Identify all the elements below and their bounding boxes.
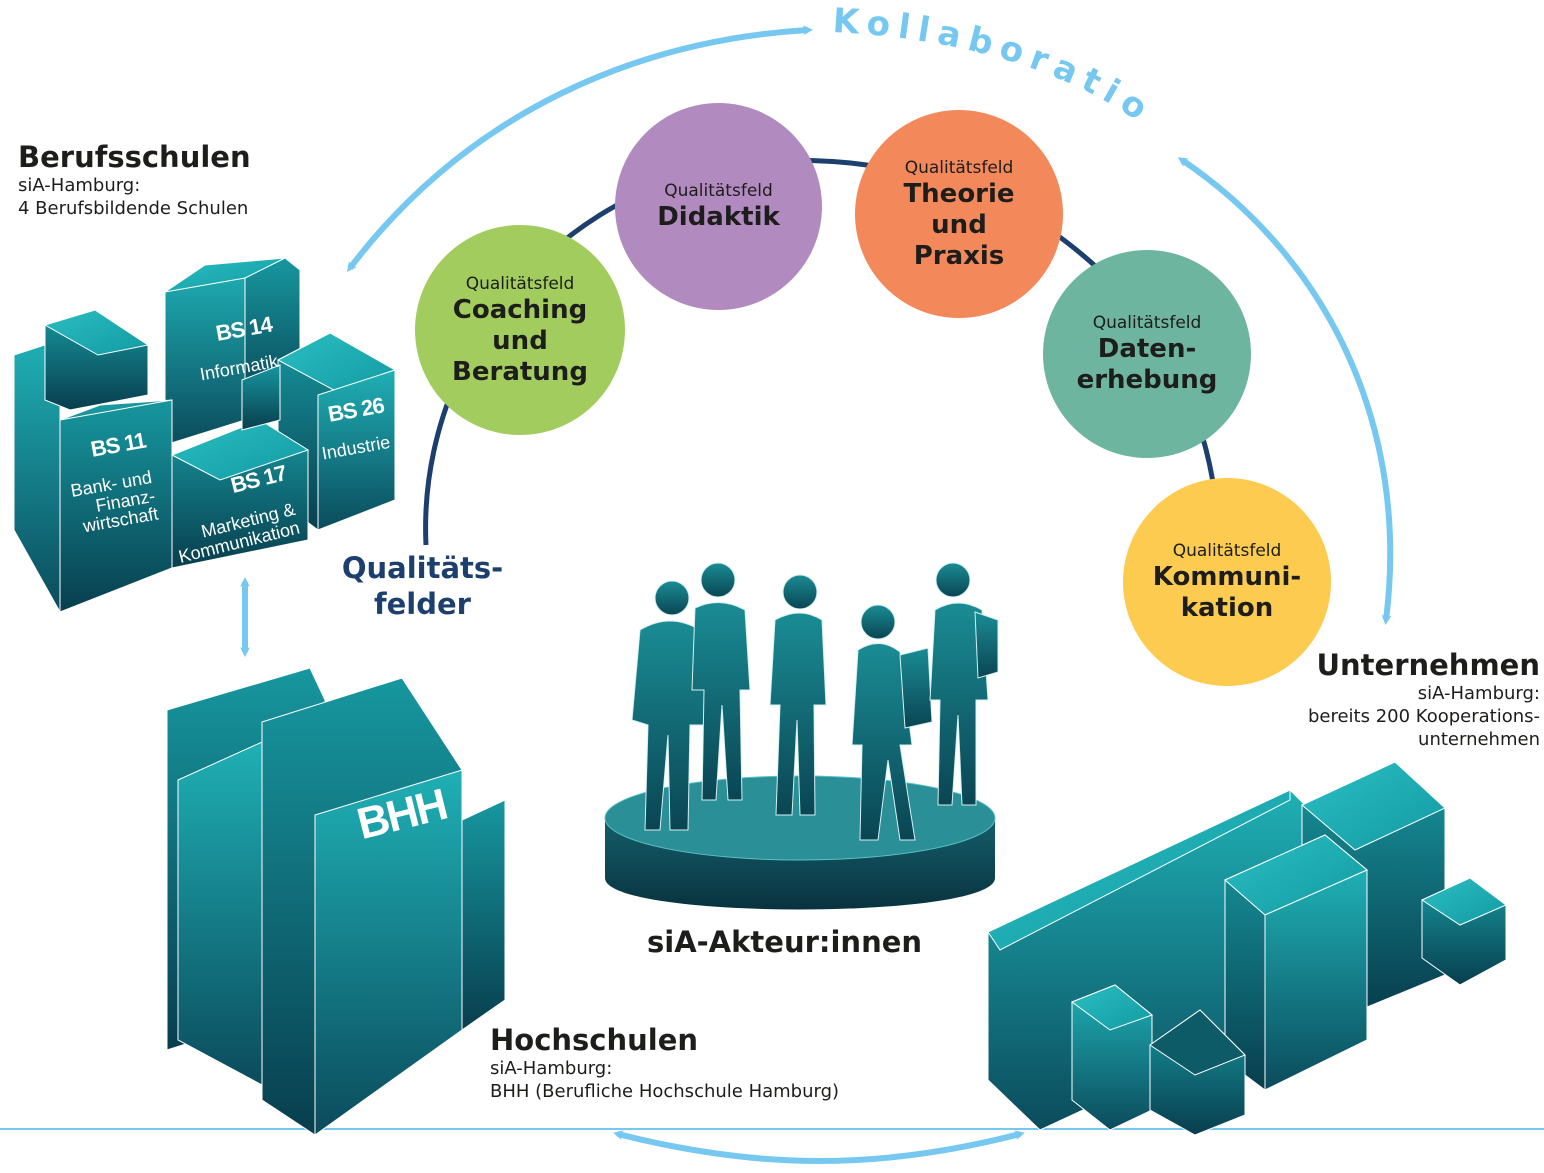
berufsschulen-line2: 4 Berufsbildende Schulen [18, 198, 249, 219]
field-theorie-praxis: Qualitätsfeld Theorie und Praxis [855, 110, 1063, 318]
building-name: Informatik [198, 350, 280, 385]
bhh-buildings [166, 667, 506, 1136]
field-label: Qualitätsfeld [664, 181, 773, 201]
field-name: Coaching und Beratung [452, 294, 588, 387]
hochschulen-title: Hochschulen [490, 1023, 699, 1057]
building-name: Industrie [320, 431, 392, 464]
unternehmen-buildings [987, 761, 1507, 1136]
field-name: Daten- erhebung [1076, 334, 1218, 395]
collab-arrow-bottom [613, 1130, 1025, 1164]
berufsschulen-line1: siA-Hamburg: [18, 175, 141, 196]
building-code: BS 14 [213, 311, 274, 346]
unternehmen-line2: bereits 200 Kooperations- [1307, 706, 1540, 727]
hochschulen-line1: siA-Hamburg: [490, 1058, 613, 1079]
field-name: Didaktik [657, 202, 780, 232]
unternehmen-line3: unternehmen [1418, 729, 1540, 750]
unternehmen-title: Unternehmen [1316, 648, 1540, 682]
berufsschulen-block: Berufsschulen siA-Hamburg: 4 Berufsbilde… [18, 140, 251, 220]
person-2 [691, 562, 751, 801]
person-5 [929, 562, 999, 806]
building-name: Marketing & Kommunikation [176, 498, 302, 567]
field-name: Kommuni- kation [1152, 562, 1302, 623]
field-kommunikation: Qualitätsfeld Kommuni- kation [1123, 478, 1331, 686]
field-label: Qualitätsfeld [465, 273, 575, 294]
actors-title: siA-Akteur:innen [647, 925, 923, 959]
person-3 [769, 574, 827, 816]
field-name: Theorie und Praxis [903, 178, 1015, 271]
unternehmen-line1: siA-Hamburg: [1417, 683, 1540, 704]
person-4 [851, 604, 933, 841]
actors-people [631, 562, 999, 841]
unternehmen-block: Unternehmen siA-Hamburg: bereits 200 Koo… [1308, 648, 1540, 751]
field-coaching: Qualitätsfeld Coaching und Beratung [415, 225, 625, 435]
hochschulen-block: Hochschulen siA-Hamburg: BHH (Berufliche… [490, 1023, 839, 1103]
hochschulen-line2: BHH (Berufliche Hochschule Hamburg) [490, 1081, 840, 1102]
field-label: Qualitätsfeld [1172, 541, 1282, 561]
field-label: Qualitätsfeld [904, 157, 1014, 178]
person-1 [631, 580, 709, 831]
qualitaetsfelder-title: Qualitäts- felder [341, 551, 504, 621]
field-datenerhebung: Qualitätsfeld Daten- erhebung [1043, 250, 1251, 458]
building-bs14: BS 14 Informatik [189, 296, 283, 401]
berufsschulen-buildings [13, 257, 397, 613]
field-label: Qualitätsfeld [1092, 313, 1202, 333]
collab-arrow-top-left [346, 25, 813, 272]
field-didaktik: Qualitätsfeld Didaktik [615, 103, 822, 310]
berufsschulen-title: Berufsschulen [18, 140, 251, 174]
building-code: BS 26 [325, 392, 386, 427]
collab-arrow-right [1177, 157, 1394, 625]
building-code: BS 11 [88, 427, 148, 462]
building-name: Bank- und Finanz- wirtschaft [68, 466, 160, 537]
